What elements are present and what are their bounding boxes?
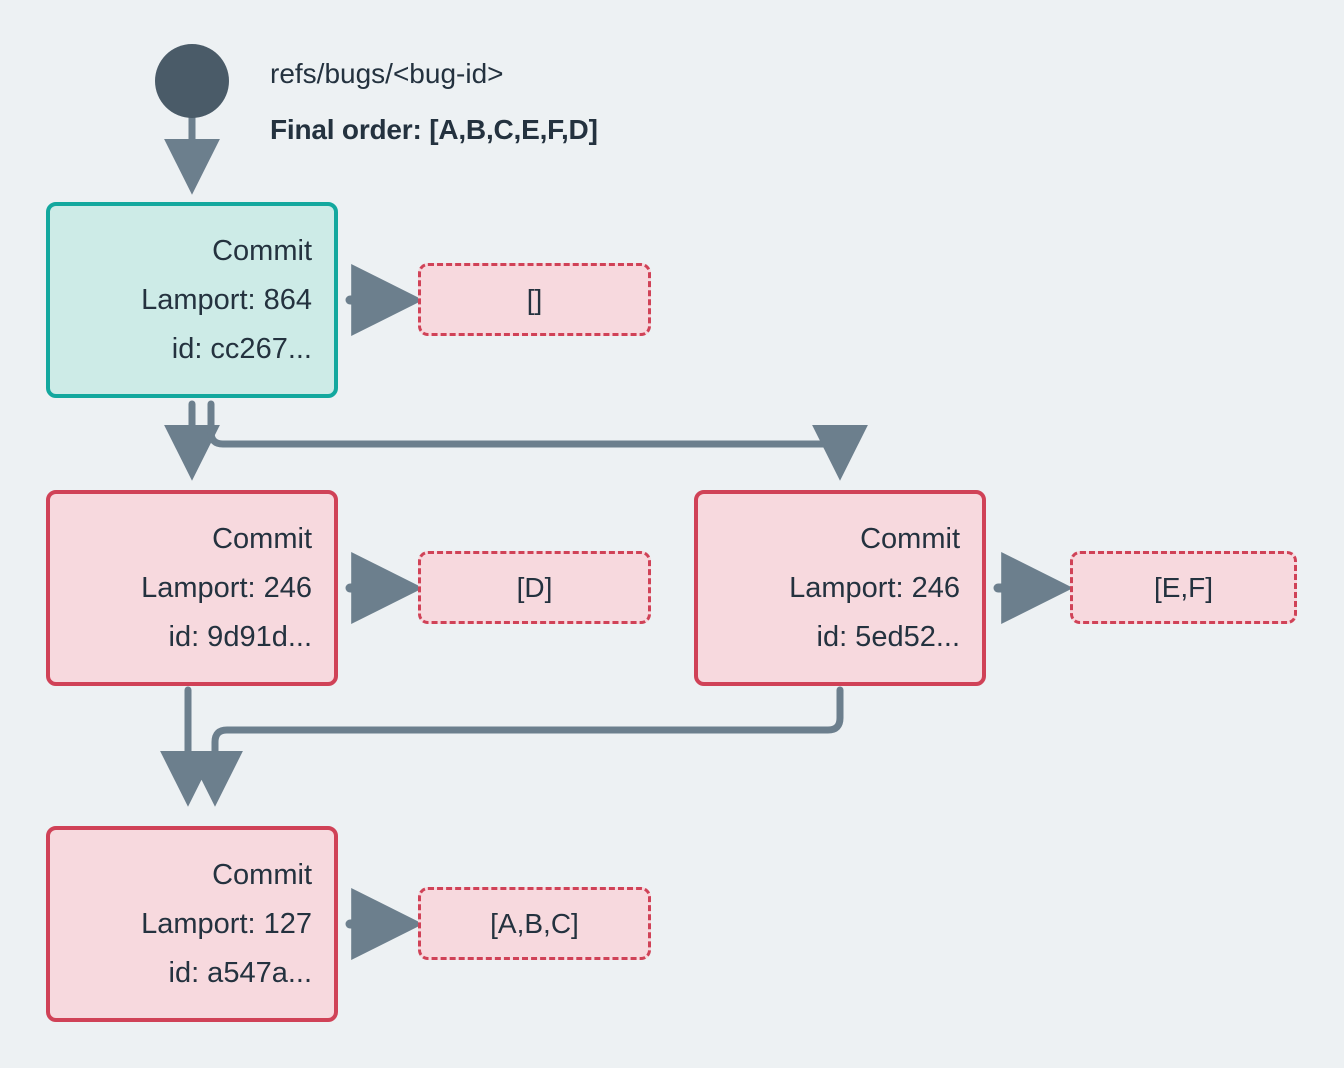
commit-id: id: cc267... — [171, 332, 312, 365]
commit-node-a547a[interactable]: Commit Lamport: 127 id: a547a... — [46, 826, 338, 1022]
commit-id: id: a547a... — [168, 956, 313, 989]
edge-n3-to-n4 — [187, 686, 844, 807]
commit-lamport: Lamport: 246 — [789, 571, 960, 604]
commit-title: Commit — [212, 858, 312, 891]
commit-lamport: Lamport: 246 — [141, 571, 312, 604]
commit-title: Commit — [212, 234, 312, 267]
edge-n1-to-n3 — [207, 400, 868, 481]
commit-node-5ed52[interactable]: Commit Lamport: 246 id: 5ed52... — [694, 490, 986, 686]
ops-box-empty[interactable]: [] — [418, 263, 651, 336]
ops-box-label: [D] — [516, 571, 553, 603]
ops-box-ef[interactable]: [E,F] — [1070, 551, 1297, 624]
commit-id: id: 5ed52... — [816, 620, 961, 653]
ref-path-label: refs/bugs/<bug-id> — [270, 58, 504, 89]
ops-box-label: [] — [526, 283, 543, 315]
ops-box-abc[interactable]: [A,B,C] — [418, 887, 651, 960]
ops-box-label: [A,B,C] — [490, 907, 579, 939]
commit-node-cc267[interactable]: Commit Lamport: 864 id: cc267... — [46, 202, 338, 398]
commit-node-9d91d[interactable]: Commit Lamport: 246 id: 9d91d... — [46, 490, 338, 686]
commit-lamport: Lamport: 127 — [141, 907, 312, 940]
commit-title: Commit — [860, 522, 960, 555]
commit-title: Commit — [212, 522, 312, 555]
final-order-label: Final order: [A,B,C,E,F,D] — [270, 114, 598, 145]
ops-box-d[interactable]: [D] — [418, 551, 651, 624]
root-ref-dot — [155, 44, 229, 118]
ops-box-label: [E,F] — [1153, 571, 1214, 603]
commit-lamport: Lamport: 864 — [141, 283, 312, 316]
commit-id: id: 9d91d... — [168, 620, 313, 653]
